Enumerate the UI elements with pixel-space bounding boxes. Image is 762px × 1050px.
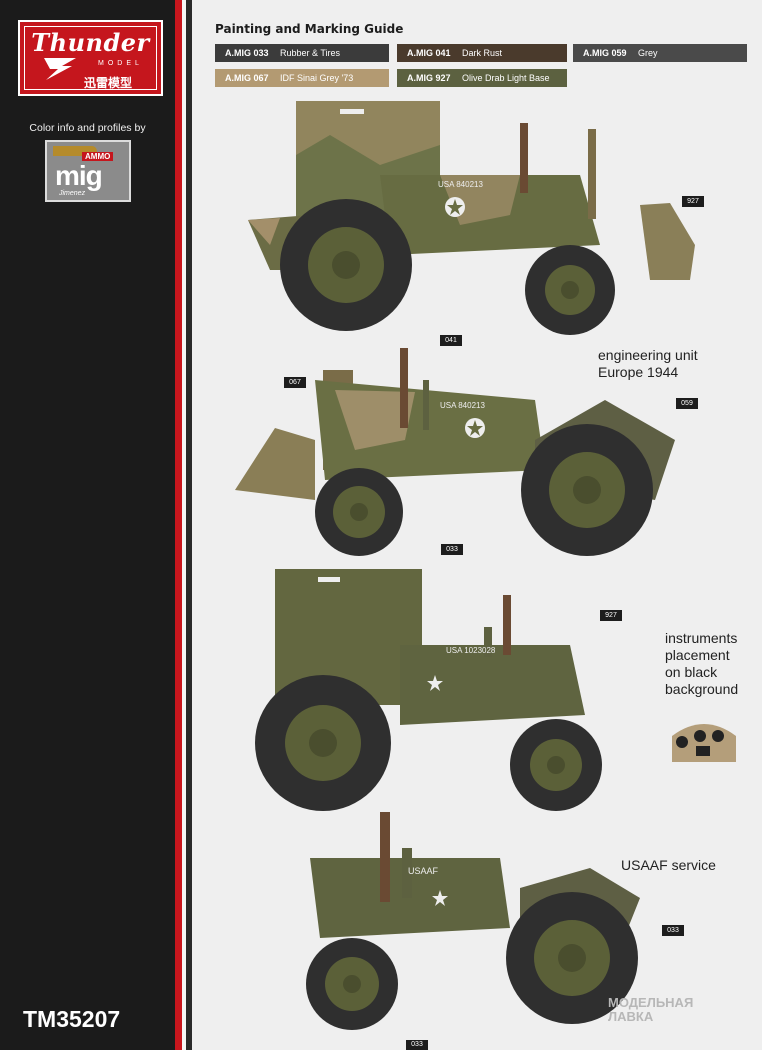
callout-041: 041 — [440, 335, 462, 346]
chip-code: A.MIG 033 — [225, 48, 269, 58]
guide-title: Painting and Marking Guide — [215, 22, 404, 36]
color-info-text: Color info and profiles by — [29, 122, 146, 134]
tractor-profile-3: USA 1023028 — [255, 569, 602, 811]
callout-033: 033 — [441, 544, 463, 555]
logo-sub: MODEL — [98, 60, 143, 67]
lightning-icon — [44, 58, 76, 80]
callout-059: 059 — [676, 398, 698, 409]
engineering-line-2: Europe 1944 — [598, 364, 679, 380]
instrument-panel-icon — [672, 724, 736, 762]
color-chip-927: A.MIG 927 Olive Drab Light Base — [397, 69, 567, 87]
serial-number: USA 1023028 — [446, 646, 496, 655]
bullet-icon — [53, 146, 97, 156]
dark-stripe — [186, 0, 192, 1050]
chip-name: Rubber & Tires — [280, 48, 341, 58]
instruments-line-3: on black — [665, 664, 718, 680]
chip-name: Grey — [638, 48, 658, 58]
tractor-profile-4: USAAF — [306, 812, 640, 1030]
white-stripe — [182, 0, 186, 1050]
logo-chinese: 迅雷模型 — [84, 76, 133, 90]
usaaf-note: USAAF service — [621, 857, 716, 873]
logo-text: Thunder — [31, 28, 150, 57]
thunder-logo: Thunder MODEL 迅雷模型 — [18, 20, 163, 96]
mig-label: mig — [55, 160, 103, 191]
instruments-line-1: instruments — [665, 630, 738, 646]
ammo-mig-logo: AMMO mig Jimenez — [45, 140, 131, 202]
chip-name: Dark Rust — [462, 48, 503, 58]
ammo-label: AMMO — [82, 152, 114, 161]
callout-927: 927 — [682, 196, 704, 207]
instruments-line-4: background — [665, 681, 739, 697]
tractor-profile-2: USA 840213 — [235, 348, 675, 556]
color-chip-041: A.MIG 041 Dark Rust — [397, 44, 567, 62]
serial-number: USA 840213 — [438, 180, 483, 189]
product-code: TM35207 — [23, 1006, 121, 1032]
callout-033: 033 — [406, 1040, 428, 1050]
chip-code: A.MIG 067 — [225, 73, 269, 83]
color-chip-059: A.MIG 059 Grey — [573, 44, 747, 62]
chip-name: Olive Drab Light Base — [462, 73, 550, 83]
chip-code: A.MIG 059 — [583, 48, 627, 58]
color-chip-033: A.MIG 033 Rubber & Tires — [215, 44, 389, 62]
watermark: МОДЕЛЬНАЯ ЛАВКА — [608, 996, 693, 1024]
engineering-note: engineering unit Europe 1944 — [598, 347, 698, 381]
chip-code: A.MIG 041 — [407, 48, 451, 58]
instruments-note: instruments placement on black backgroun… — [665, 630, 738, 698]
chip-code: A.MIG 927 — [407, 73, 451, 83]
jimenez-label: Jimenez — [59, 190, 86, 197]
instruments-line-2: placement — [665, 647, 730, 663]
callout-927: 927 — [600, 610, 622, 621]
serial-number: USA 840213 — [440, 401, 485, 410]
watermark-line-2: ЛАВКА — [608, 1009, 654, 1024]
watermark-line-1: МОДЕЛЬНАЯ — [608, 995, 694, 1010]
chip-name: IDF Sinai Grey '73 — [280, 73, 354, 83]
engineering-line-1: engineering unit — [598, 347, 698, 363]
callout-067: 067 — [284, 377, 306, 388]
red-stripe — [175, 0, 182, 1050]
color-chip-067: A.MIG 067 IDF Sinai Grey '73 — [215, 69, 389, 87]
tractor-profile-1: USA 840213 — [248, 101, 695, 335]
serial-number: USAAF — [408, 866, 439, 876]
callout-033: 033 — [662, 925, 684, 936]
